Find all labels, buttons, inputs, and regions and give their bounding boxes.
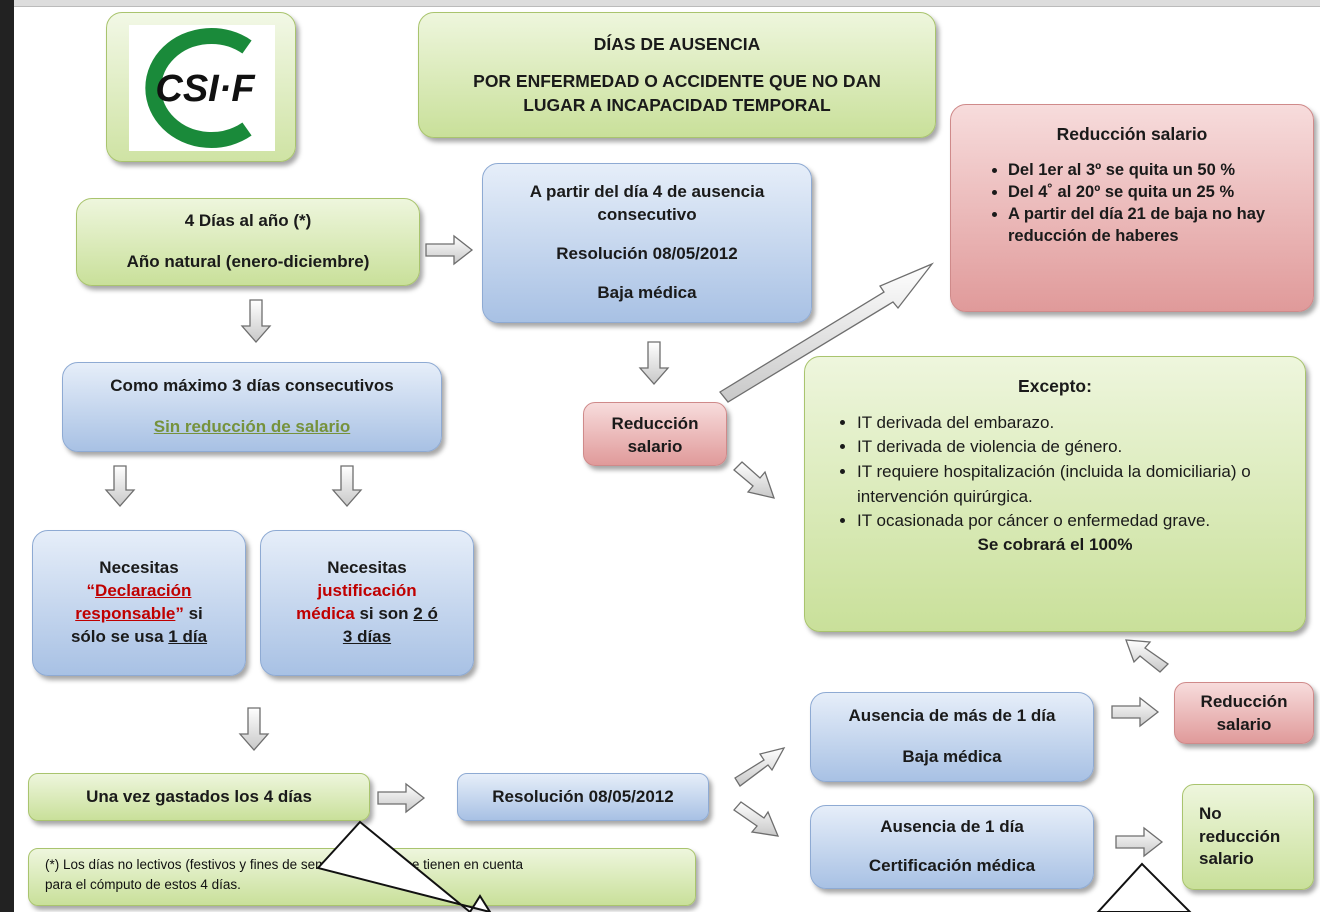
- declaration-term: Declaración responsable: [75, 581, 192, 623]
- logo-text: CSI·F: [155, 68, 256, 110]
- days-line-1: 4 Días al año (*): [184, 211, 312, 231]
- more-than-one-day-box: Ausencia de más de 1 día Baja médica: [810, 692, 1094, 782]
- day4-line-4: Baja médica: [597, 282, 697, 302]
- resolution-box: Resolución 08/05/2012: [457, 773, 709, 821]
- salary-reduction-item: Del 1er al 3º se quita un 50 %: [1008, 159, 1278, 181]
- more-than-one-line-2: Baja médica: [902, 747, 1002, 766]
- justification-term: justificación: [317, 581, 417, 601]
- reduction-right-line-1: Reducción: [1200, 692, 1288, 711]
- justification-box: Necesitas justificación médica si son 2 …: [260, 530, 474, 676]
- consecutive-line-1: Como máximo 3 días consecutivos: [110, 376, 394, 396]
- one-day-line-2: Certificación médica: [868, 856, 1036, 875]
- declaration-one-day: 1 día: [168, 626, 208, 646]
- down-arrow-icon: [638, 341, 670, 385]
- reduction-small-line-1: Reducción: [611, 414, 699, 433]
- down-arrow-icon: [240, 299, 272, 343]
- one-day-line-1: Ausencia de 1 día: [880, 817, 1024, 837]
- right-arrow-icon: [377, 782, 426, 814]
- diagonal-arrow-icon: [734, 747, 786, 787]
- day4-box: A partir del día 4 de ausencia consecuti…: [482, 163, 812, 323]
- except-box: Excepto: IT derivada del embarazo. IT de…: [804, 356, 1306, 632]
- window-top-edge: [0, 0, 1320, 7]
- days-per-year-box: 4 Días al año (*) Año natural (enero-dic…: [76, 198, 420, 286]
- declaration-box: Necesitas “Declaración responsable” si s…: [32, 530, 246, 676]
- no-reduction-line-3: salario: [1199, 849, 1254, 869]
- title-line-1: DÍAS DE AUSENCIA: [593, 33, 761, 54]
- declaration-quote-open: “: [86, 581, 96, 601]
- footnote-line-1: (*) Los días no lectivos (festivos y fin…: [45, 857, 524, 872]
- reduction-small-line-2: salario: [627, 436, 683, 456]
- day4-line-2: consecutivo: [597, 205, 697, 225]
- reduction-small-box: Reducción salario: [583, 402, 727, 466]
- salary-reduction-title: Reducción salario: [1056, 124, 1208, 144]
- window-left-edge: [0, 0, 14, 912]
- justification-days-b: 3 días: [342, 626, 392, 646]
- justification-line-1: Necesitas: [327, 558, 407, 578]
- salary-reduction-box: Reducción salario Del 1er al 3º se quita…: [950, 104, 1314, 312]
- days-spent-label: Una vez gastados los 4 días: [86, 786, 312, 806]
- no-reduction-box: No reducción salario: [1182, 784, 1314, 890]
- declaration-quote-close: ”: [175, 604, 184, 623]
- declaration-line-1: Necesitas: [99, 558, 179, 578]
- large-diagonal-arrow-icon: [1096, 862, 1192, 912]
- except-item: IT derivada de violencia de género.: [857, 435, 1277, 460]
- right-arrow-icon: [1115, 826, 1164, 858]
- except-footer: Se cobrará el 100%: [977, 534, 1133, 554]
- down-arrow-icon: [238, 707, 270, 751]
- days-spent-box: Una vez gastados los 4 días: [28, 773, 370, 821]
- reduction-right-box: Reducción salario: [1174, 682, 1314, 744]
- except-item: IT requiere hospitalización (incluida la…: [857, 460, 1277, 509]
- title-box: DÍAS DE AUSENCIA POR ENFERMEDAD O ACCIDE…: [418, 12, 936, 138]
- csif-logo-icon: CSI·F: [145, 28, 256, 148]
- no-reduction-line-1: No: [1199, 803, 1222, 823]
- down-arrow-icon: [104, 465, 136, 507]
- right-arrow-icon: [425, 234, 474, 266]
- one-day-box: Ausencia de 1 día Certificación médica: [810, 805, 1094, 889]
- consecutive-box: Como máximo 3 días consecutivos Sin redu…: [62, 362, 442, 452]
- except-item: IT ocasionada por cáncer o enfermedad gr…: [857, 509, 1277, 534]
- justification-si: si son: [354, 604, 414, 623]
- except-item: IT derivada del embarazo.: [857, 411, 1277, 436]
- diagonal-arrow-icon: [733, 801, 780, 837]
- reduction-right-line-2: salario: [1216, 714, 1272, 734]
- logo: CSI·F: [129, 25, 275, 151]
- footnote-box: (*) Los días no lectivos (festivos y fin…: [28, 848, 696, 906]
- consecutive-line-2: Sin reducción de salario: [153, 417, 351, 436]
- right-arrow-icon: [1111, 696, 1160, 728]
- justification-term-2: médica: [296, 604, 355, 623]
- logo-box: CSI·F: [106, 12, 296, 162]
- diagonal-arrow-icon: [1125, 639, 1170, 673]
- more-than-one-line-1: Ausencia de más de 1 día: [848, 706, 1056, 726]
- declaration-only: sólo se usa: [70, 626, 169, 646]
- declaration-si: si: [183, 604, 203, 623]
- days-line-2: Año natural (enero-diciembre): [126, 252, 370, 271]
- salary-reduction-item: A partir del día 21 de baja no hay reduc…: [1008, 203, 1278, 248]
- down-arrow-icon: [331, 465, 363, 507]
- salary-reduction-item: Del 4˚ al 20º se quita un 25 %: [1008, 181, 1278, 203]
- resolution-label: Resolución 08/05/2012: [492, 786, 674, 806]
- no-reduction-line-2: reducción: [1199, 826, 1281, 846]
- day4-line-1: A partir del día 4 de ausencia: [529, 182, 765, 202]
- justification-days-a: 2 ó: [413, 604, 438, 623]
- except-title: Excepto:: [1018, 376, 1092, 396]
- title-line-2: POR ENFERMEDAD O ACCIDENTE QUE NO DAN: [473, 71, 881, 92]
- day4-line-3: Resolución 08/05/2012: [556, 244, 738, 263]
- footnote-line-2: para el cómputo de estos 4 días.: [45, 877, 241, 893]
- title-line-3: LUGAR A INCAPACIDAD TEMPORAL: [523, 94, 831, 115]
- diagonal-arrow-icon: [733, 461, 775, 499]
